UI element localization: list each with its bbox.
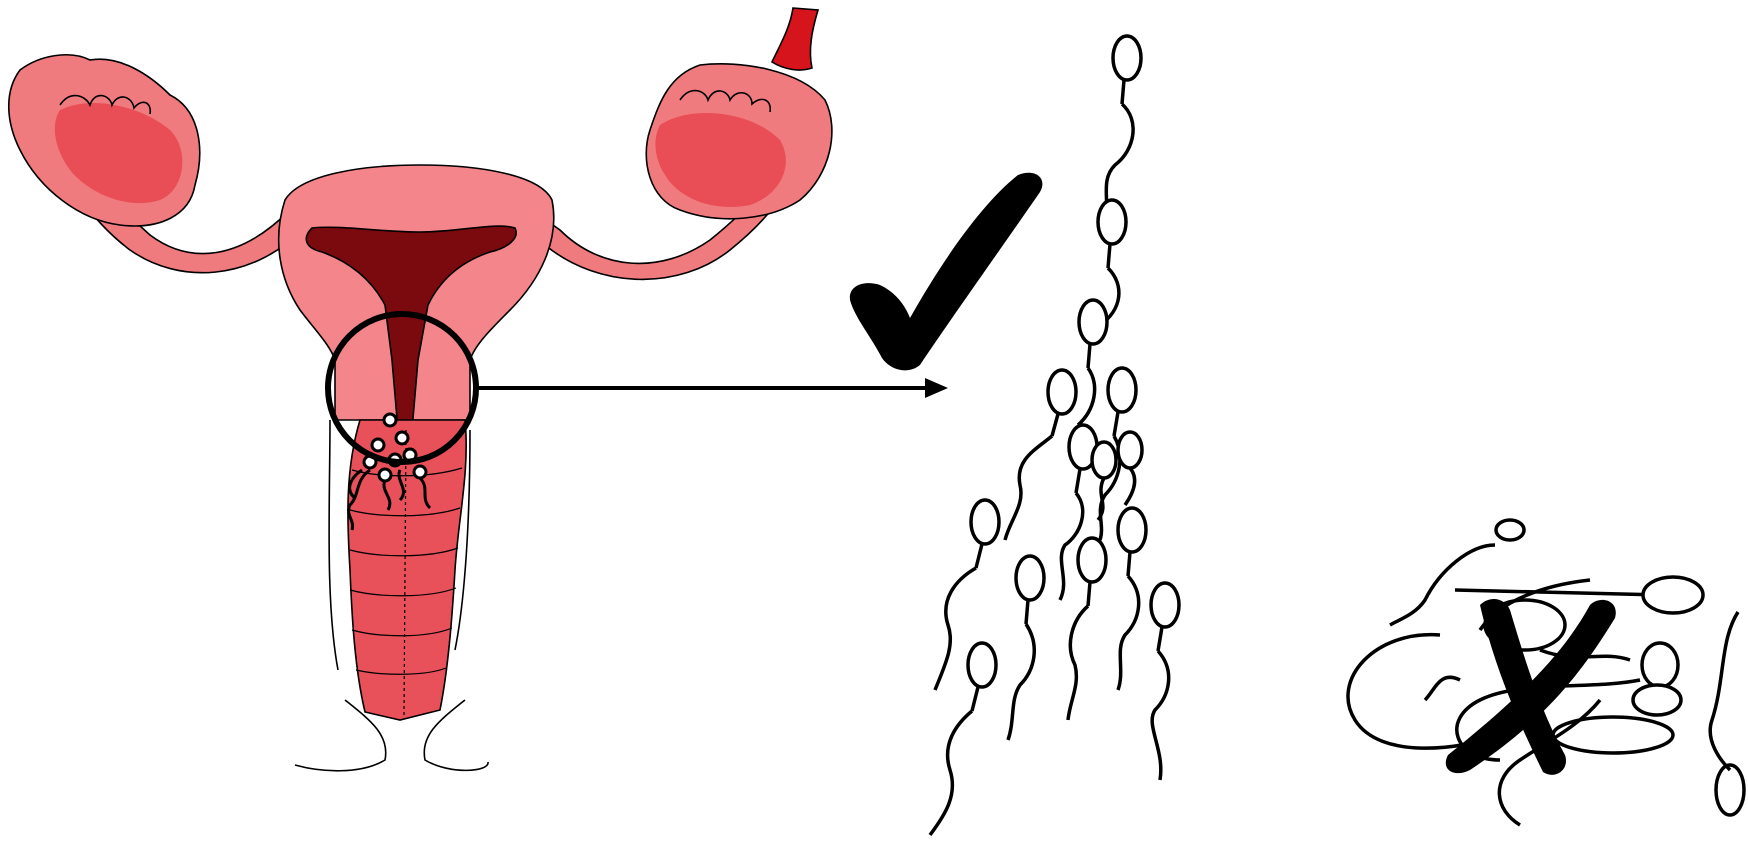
sperm [1151, 583, 1179, 780]
sperm [1105, 36, 1141, 215]
sperm [1092, 442, 1116, 520]
sperm [1005, 370, 1076, 540]
sperm [1008, 556, 1044, 740]
tube-end-right [772, 8, 818, 70]
x-mark-icon [1446, 599, 1616, 775]
sperm [1078, 300, 1107, 425]
check-mark-icon [850, 173, 1043, 371]
vulva-outline-left [329, 420, 338, 670]
organized-sperm-group [930, 36, 1179, 835]
sperm [1118, 432, 1142, 505]
sperm [930, 643, 996, 835]
arrow-right-icon [476, 378, 948, 398]
sperm [1068, 538, 1106, 720]
sperm [1118, 508, 1146, 690]
